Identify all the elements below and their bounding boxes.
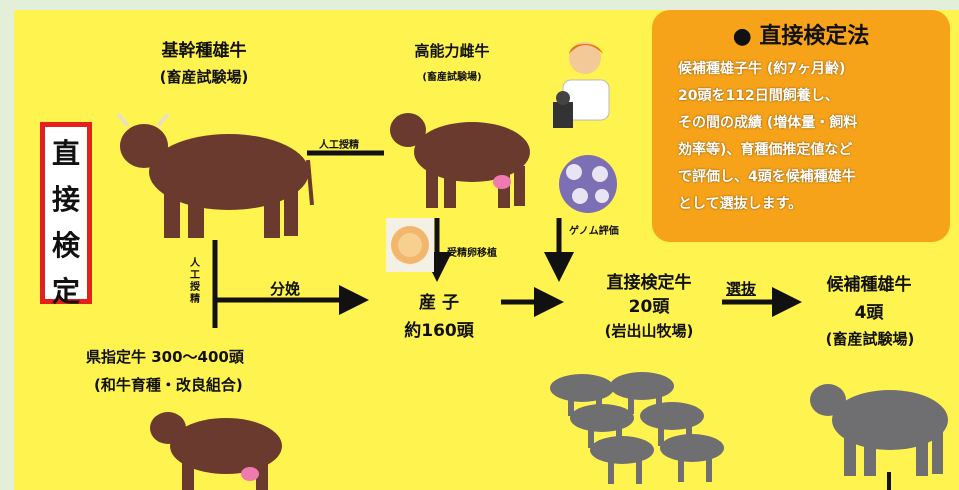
pref-cow-name: 県指定牛 300〜400頭 — [86, 348, 244, 366]
title-char: 直 — [51, 137, 80, 170]
ai-vertical-label: 人工授精 — [190, 258, 200, 305]
info-line: で評価し、4頭を候補種雄牛 — [678, 169, 856, 185]
embryo-icon — [386, 218, 434, 272]
brown-cow-image — [390, 113, 530, 208]
candidate-bulls-place: (畜産試験場) — [825, 330, 915, 348]
brown-pref-cow-image — [150, 412, 282, 490]
gray-candidate-bull-image — [810, 384, 948, 476]
title-char: 定 — [51, 275, 80, 308]
info-line: として選抜します。 — [678, 196, 803, 212]
flow-lines — [212, 150, 891, 490]
direct-bulls-place: (岩出山牧場) — [604, 322, 694, 340]
info-line: 効率等)、育種価推定値など — [678, 142, 853, 158]
diagram-canvas: 直 接 検 定 基幹種雄牛 (畜産試験場) 高能力雌牛 (畜産試験場) 人工授精 — [14, 10, 959, 490]
gray-bull-herd-image — [550, 372, 724, 484]
info-box-title: ● 直接検定法 — [732, 24, 870, 49]
info-line: その間の成績 (増体量・飼料 — [678, 115, 858, 131]
calves-line1: 産 子 — [419, 293, 459, 313]
candidate-bulls-line1: 候補種雄牛 — [826, 275, 912, 295]
title-char: 接 — [51, 183, 80, 216]
info-line: 候補種雄子牛 (約7ヶ月齢) — [678, 61, 846, 77]
genome-label: ゲノム評価 — [569, 226, 619, 237]
direct-bulls-line1: 直接検定牛 — [606, 273, 692, 293]
pref-cow-place: (和牛育種・改良組合) — [94, 376, 243, 394]
high-cow-name: 高能力雌牛 — [414, 42, 490, 60]
title-char: 検 — [51, 229, 80, 262]
direct-bulls-line2: 20頭 — [628, 297, 670, 317]
genome-icon — [559, 155, 617, 213]
foundation-bull-name: 基幹種雄牛 — [161, 41, 247, 61]
ai-top-label: 人工授精 — [319, 140, 359, 151]
high-cow-place: (畜産試験場) — [422, 72, 482, 83]
candidate-bulls-line2: 4頭 — [854, 303, 884, 323]
direct-test-title: 直 接 検 定 — [40, 122, 92, 308]
brown-bull-image — [116, 112, 314, 238]
selection-label: 選抜 — [726, 280, 757, 298]
embryo-transfer-label: 受精卵移植 — [447, 248, 497, 259]
calving-label: 分娩 — [270, 280, 301, 298]
direct-test-info-box: ● 直接検定法 候補種雄子牛 (約7ヶ月齢) 20頭を112日間飼養し、 その間… — [652, 10, 950, 242]
scientist-microscope-icon — [553, 42, 610, 128]
calves-line2: 約160頭 — [404, 321, 474, 341]
info-line: 20頭を112日間飼養し、 — [678, 88, 839, 104]
info-box-body: 候補種雄子牛 (約7ヶ月齢) 20頭を112日間飼養し、 その間の成績 (増体量… — [678, 56, 857, 218]
foundation-bull-place: (畜産試験場) — [159, 68, 249, 86]
